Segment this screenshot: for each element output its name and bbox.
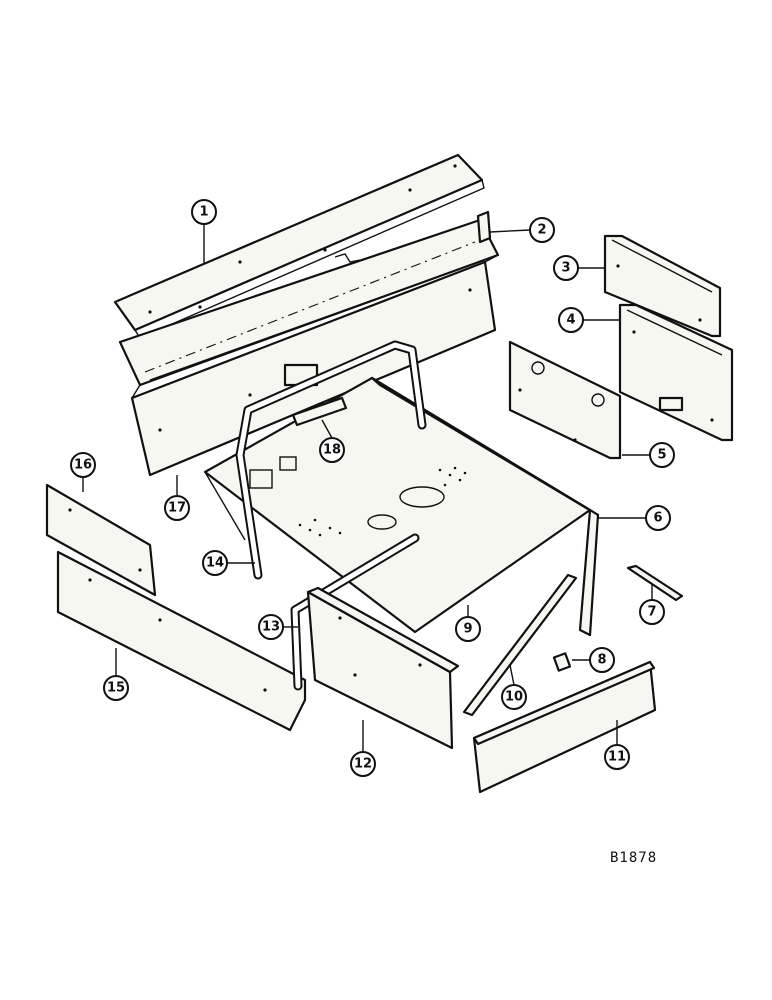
callout-10: 10: [501, 684, 527, 710]
svg-text:16: 16: [74, 458, 92, 473]
roll-bar-part: [235, 340, 427, 580]
fastener-part: [552, 652, 572, 672]
svg-text:15: 15: [107, 681, 125, 696]
callout-8: 8: [589, 647, 615, 673]
callout-2: 2: [529, 217, 555, 243]
rear-panel-part: [118, 218, 500, 477]
upper-side-panel-part: [603, 234, 722, 338]
svg-text:12: 12: [354, 757, 372, 772]
svg-text:7: 7: [647, 605, 656, 620]
svg-text:17: 17: [168, 501, 186, 516]
side-plate-part: [508, 340, 622, 460]
svg-text:10: 10: [505, 690, 523, 705]
svg-text:4: 4: [566, 313, 575, 328]
callout-12: 12: [350, 751, 376, 777]
callout-4: 4: [558, 307, 584, 333]
callout-14: 14: [202, 550, 228, 576]
brace-tube-part: [290, 533, 420, 691]
callout-15: 15: [103, 675, 129, 701]
svg-text:9: 9: [463, 622, 472, 637]
svg-text:13: 13: [262, 620, 280, 635]
svg-text:18: 18: [323, 443, 341, 458]
perforation-pattern: [298, 466, 467, 537]
callout-3: 3: [553, 255, 579, 281]
clip-part: [476, 210, 492, 244]
callout-17: 17: [164, 495, 190, 521]
svg-text:5: 5: [657, 448, 666, 463]
svg-text:1: 1: [199, 205, 208, 220]
top-cover-part: [113, 153, 485, 339]
leader-lines: [82, 224, 653, 752]
callout-6: 6: [645, 505, 671, 531]
callout-13: 13: [258, 614, 284, 640]
svg-text:6: 6: [653, 511, 662, 526]
svg-text:3: 3: [561, 261, 570, 276]
figure-code: B1878: [610, 850, 657, 866]
callout-5: 5: [649, 442, 675, 468]
svg-text:11: 11: [608, 750, 626, 765]
diagonal-strut-part: [462, 573, 578, 717]
svg-text:14: 14: [206, 556, 224, 571]
bracket-part: [291, 396, 348, 427]
small-left-panel-part: [45, 483, 157, 597]
callout-16: 16: [70, 452, 96, 478]
callout-9: 9: [455, 616, 481, 642]
callout-1: 1: [191, 199, 217, 225]
lower-left-skirt-part: [56, 550, 307, 732]
callout-7: 7: [639, 599, 665, 625]
lower-side-panel-part: [618, 303, 734, 442]
front-panel-part: [306, 586, 460, 750]
small-bar-part: [626, 564, 684, 602]
svg-text:2: 2: [537, 223, 546, 238]
callout-18: 18: [319, 437, 345, 463]
callout-11: 11: [604, 744, 630, 770]
svg-text:8: 8: [597, 653, 606, 668]
right-skirt-part: [472, 660, 657, 794]
